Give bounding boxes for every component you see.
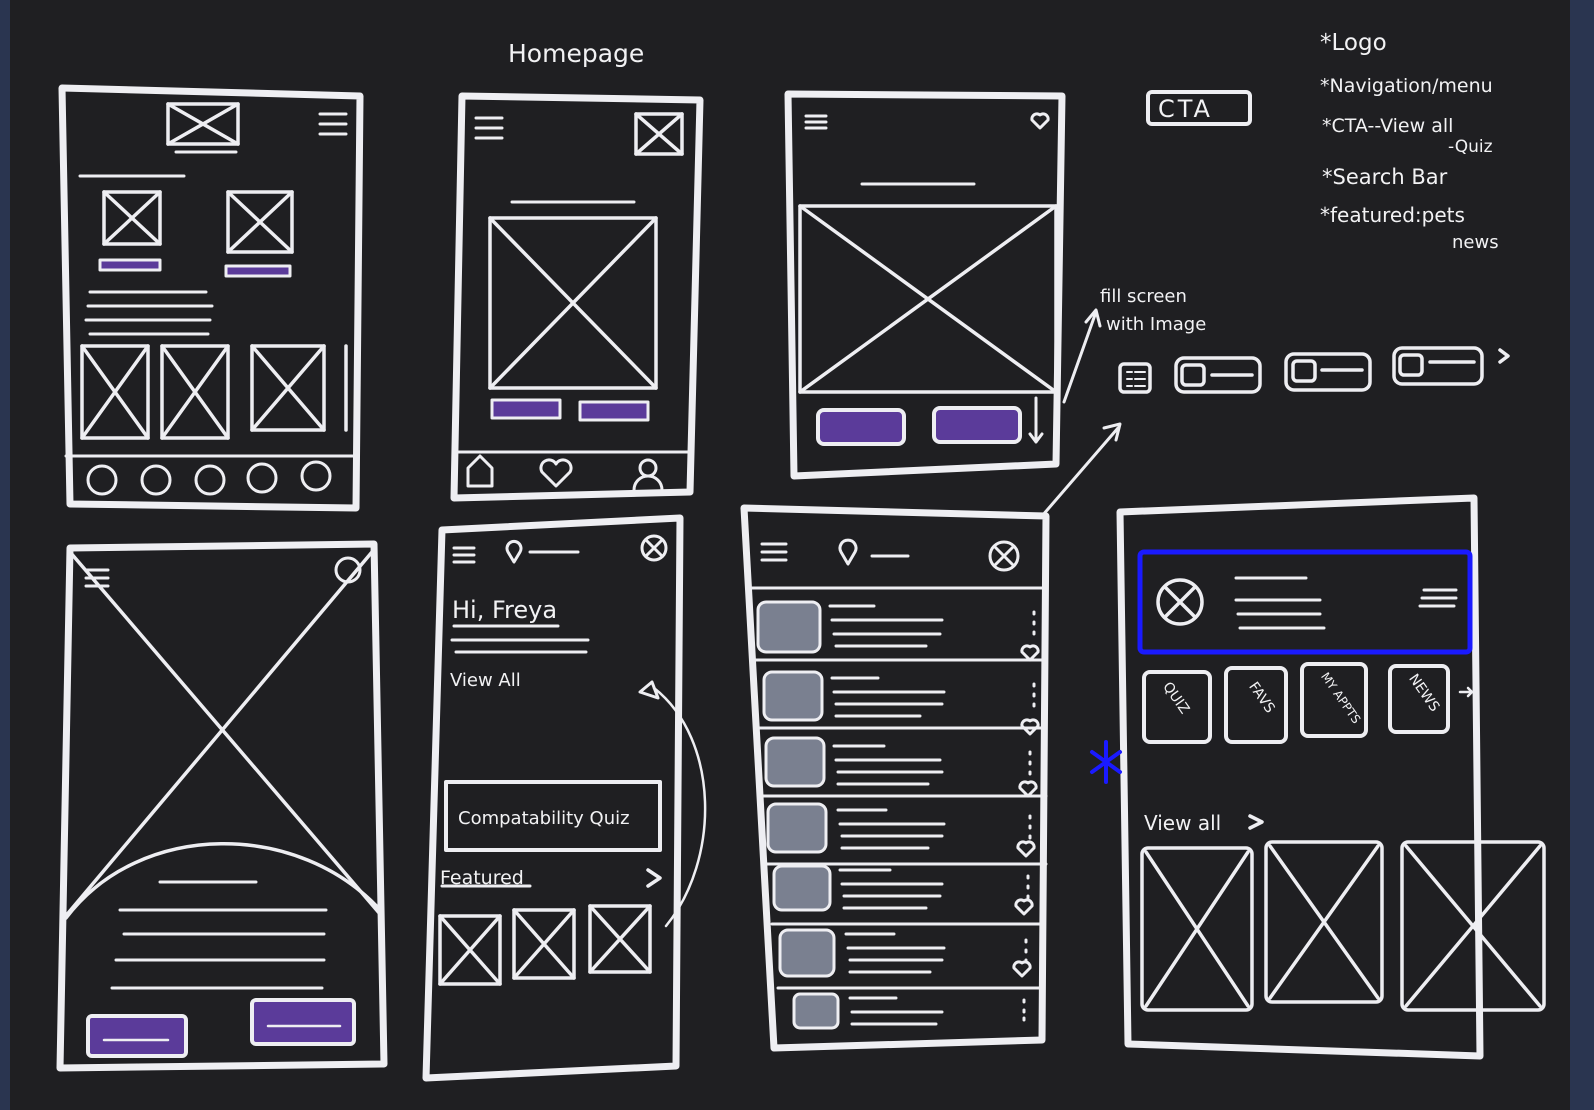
frame-7-view-all: View all [1144, 811, 1221, 835]
arrow-down-icon [1028, 396, 1044, 444]
featured-label: Featured [440, 867, 524, 889]
legend-cta: *CTA--View all [1322, 115, 1453, 137]
logo-placeholder [166, 102, 240, 146]
chevron-right-icon [646, 868, 662, 888]
legend-cta-sub: -Quiz [1448, 137, 1493, 157]
connector-arrow [1040, 422, 1122, 518]
legend-navigation: *Navigation/menu [1320, 75, 1493, 97]
frame-6 [740, 504, 1050, 1052]
home-icon [466, 454, 494, 488]
greeting: Hi, Freya [452, 596, 557, 624]
close-icon [988, 540, 1020, 572]
heart-icon [539, 458, 573, 488]
legend-logo: *Logo [1320, 30, 1387, 56]
profile-card-highlight [1137, 549, 1473, 655]
frame-2 [450, 92, 704, 502]
view-all-label: View All [450, 670, 521, 691]
frame-5 [422, 514, 707, 1082]
legend-search: *Search Bar [1322, 165, 1448, 189]
frame-6-rows [756, 600, 1040, 1030]
heart-icon [1012, 960, 1032, 978]
menu-icon [1418, 588, 1458, 608]
view-all-chevron-icon [1248, 814, 1264, 830]
legend: *Logo *Navigation/menu *CTA--View all -Q… [1320, 30, 1499, 253]
note-arrow [1062, 308, 1102, 404]
menu-icon [804, 114, 828, 130]
menu-icon [474, 116, 504, 140]
profile-icon [632, 458, 664, 492]
note-line-2: with Image [1106, 314, 1206, 335]
heart-icon [1014, 898, 1034, 916]
heart-icon [1018, 780, 1038, 798]
heart-icon [1020, 644, 1040, 662]
legend-featured-sub: news [1452, 232, 1499, 253]
menu-icon [318, 112, 348, 136]
heart-icon [1030, 112, 1050, 130]
legend-featured: *featured:pets [1320, 203, 1465, 227]
heart-icon [1016, 840, 1036, 858]
frame-4 [56, 540, 388, 1072]
menu-icon [452, 546, 476, 564]
chevron-right-icon [1458, 686, 1474, 698]
frame-7 [1090, 494, 1546, 1060]
page-title: Homepage [508, 39, 644, 68]
close-icon [640, 534, 668, 562]
cta-sample-label: CTA [1158, 95, 1213, 123]
note-line-1: fill screen [1100, 286, 1187, 307]
fill-screen-note: fill screen with Image [1062, 286, 1206, 404]
quiz-button-label: Compatability Quiz [458, 808, 630, 829]
chevron-right-icon [1498, 348, 1510, 364]
location-pin-icon [838, 538, 858, 566]
heart-icon [1020, 718, 1040, 736]
menu-icon [760, 542, 788, 562]
cta-sample: CTA [1146, 90, 1252, 126]
frame-1 [58, 84, 364, 512]
tab-bar-sketch [1118, 346, 1510, 394]
blue-star-icon [1090, 740, 1122, 784]
location-pin-icon [505, 539, 523, 564]
frame-3 [784, 90, 1066, 480]
